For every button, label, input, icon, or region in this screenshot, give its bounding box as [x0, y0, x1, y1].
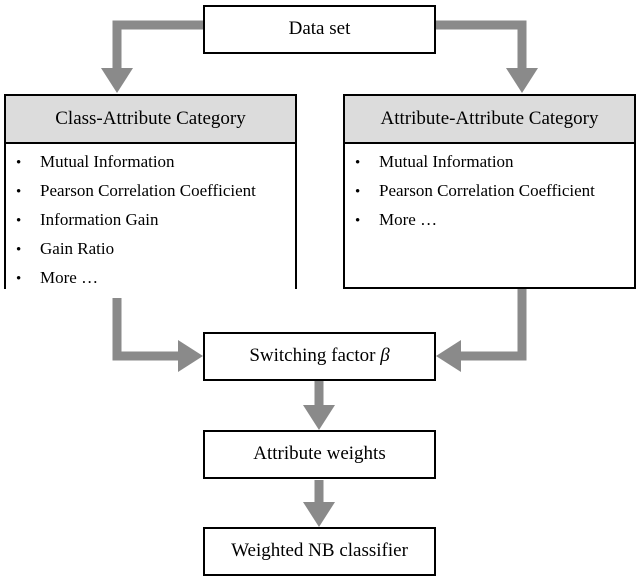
bullet-icon: •: [355, 155, 361, 171]
list-item-label: More …: [40, 268, 99, 287]
node-switching-factor-label: Switching factor: [249, 345, 376, 367]
list-item: • Information Gain: [6, 211, 295, 240]
node-attribute-weights-label: Attribute weights: [253, 443, 386, 465]
list-item: • Pearson Correlation Coefficient: [6, 182, 295, 211]
bullet-icon: •: [16, 242, 22, 258]
arrow-switching-factor-to-attribute-weights: [303, 381, 335, 430]
arrow-attribute-weights-to-weighted-nb: [303, 480, 335, 527]
class-attribute-category-body: • Mutual Information • Pearson Correlati…: [6, 144, 295, 298]
node-attribute-weights[interactable]: Attribute weights: [203, 430, 436, 479]
attribute-attribute-category-body: • Mutual Information • Pearson Correlati…: [345, 144, 634, 240]
list-item-label: More …: [379, 210, 438, 229]
list-item: • Pearson Correlation Coefficient: [345, 182, 634, 211]
beta-symbol: β: [380, 345, 390, 367]
list-item: • Gain Ratio: [6, 240, 295, 269]
attribute-attribute-category-header: Attribute-Attribute Category: [345, 96, 634, 144]
node-weighted-nb-classifier-label: Weighted NB classifier: [231, 540, 408, 562]
node-data-set[interactable]: Data set: [203, 5, 436, 54]
list-item-label: Mutual Information: [40, 152, 175, 171]
list-item-label: Pearson Correlation Coefficient: [379, 181, 595, 200]
list-item-label: Pearson Correlation Coefficient: [40, 181, 256, 200]
node-attribute-attribute-category[interactable]: Attribute-Attribute Category • Mutual In…: [343, 94, 636, 289]
bullet-icon: •: [355, 213, 361, 229]
arrow-dataset-to-class-attribute: [101, 20, 203, 93]
bullet-icon: •: [355, 184, 361, 200]
arrow-class-attribute-to-switching-factor: [112, 289, 203, 372]
class-attribute-category-header: Class-Attribute Category: [6, 96, 295, 144]
list-item: • Mutual Information: [345, 153, 634, 182]
node-class-attribute-category[interactable]: Class-Attribute Category • Mutual Inform…: [4, 94, 297, 298]
bullet-icon: •: [16, 155, 22, 171]
node-weighted-nb-classifier[interactable]: Weighted NB classifier: [203, 527, 436, 576]
list-item-label: Information Gain: [40, 210, 159, 229]
node-data-set-label: Data set: [288, 18, 351, 40]
node-switching-factor[interactable]: Switching factor β: [203, 332, 436, 381]
arrow-attribute-attribute-to-switching-factor: [436, 289, 527, 372]
list-item: • Mutual Information: [6, 153, 295, 182]
list-item-label: Mutual Information: [379, 152, 514, 171]
list-item: • More …: [345, 211, 634, 240]
bullet-icon: •: [16, 213, 22, 229]
bullet-icon: •: [16, 271, 22, 287]
bullet-icon: •: [16, 184, 22, 200]
arrow-dataset-to-attribute-attribute: [436, 20, 538, 93]
list-item: • More …: [6, 269, 295, 298]
list-item-label: Gain Ratio: [40, 239, 115, 258]
